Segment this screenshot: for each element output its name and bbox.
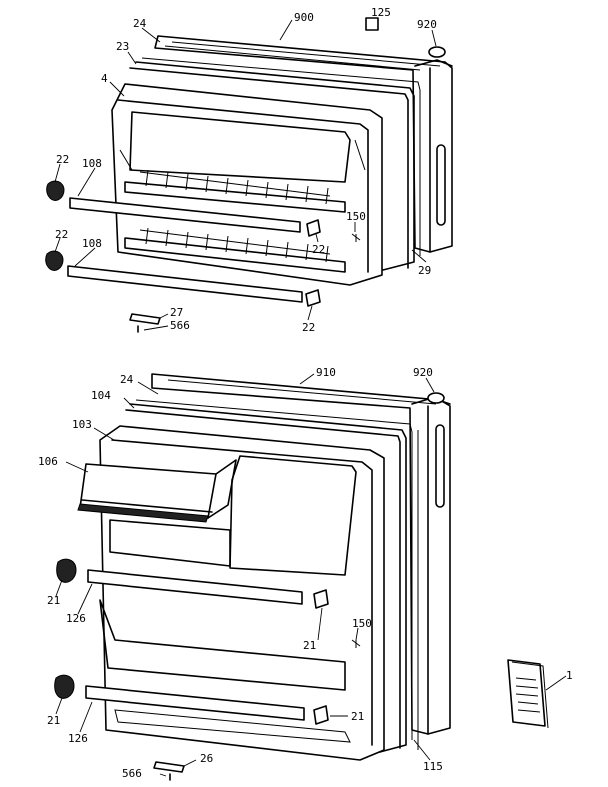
label-126-lower: 126 bbox=[68, 732, 88, 745]
fresh-food-shelf-bar-upper bbox=[87, 569, 303, 605]
label-22-d: 22 bbox=[302, 321, 315, 334]
label-125: 125 bbox=[371, 6, 391, 19]
part-number-labels: 900 125 920 24 23 4 22 108 150 22 29 22 … bbox=[38, 6, 573, 780]
label-24-lower: 24 bbox=[120, 373, 134, 386]
label-108-lower: 108 bbox=[82, 237, 102, 250]
label-21-d: 21 bbox=[351, 710, 364, 723]
freezer-small-parts bbox=[129, 17, 446, 333]
label-22-a: 22 bbox=[56, 153, 69, 166]
label-126-upper: 126 bbox=[66, 612, 86, 625]
label-910: 910 bbox=[316, 366, 336, 379]
label-150-lower: 150 bbox=[352, 617, 372, 630]
label-566-lower: 566 bbox=[122, 767, 142, 780]
label-103: 103 bbox=[72, 418, 92, 431]
label-29: 29 bbox=[418, 264, 431, 277]
label-24-upper: 24 bbox=[133, 17, 147, 30]
label-1: 1 bbox=[566, 669, 573, 682]
fresh-food-shelf-end-caps bbox=[54, 558, 329, 725]
freezer-outer-door-panel bbox=[154, 35, 453, 253]
label-920-lower: 920 bbox=[413, 366, 433, 379]
fresh-food-door-assembly bbox=[54, 373, 451, 781]
label-104: 104 bbox=[91, 389, 111, 402]
label-920-upper: 920 bbox=[417, 18, 437, 31]
label-21-a: 21 bbox=[47, 594, 60, 607]
label-26: 26 bbox=[200, 752, 213, 765]
label-23: 23 bbox=[116, 40, 129, 53]
label-108-upper: 108 bbox=[82, 157, 102, 170]
freezer-shelf-end-caps bbox=[45, 180, 321, 307]
label-27: 27 bbox=[170, 306, 183, 319]
label-22-b: 22 bbox=[312, 243, 325, 256]
label-21-b: 21 bbox=[303, 639, 316, 652]
label-4: 4 bbox=[101, 72, 108, 85]
fresh-food-shelf-bar-lower bbox=[85, 685, 305, 721]
use-and-care-booklet bbox=[507, 659, 549, 729]
label-106: 106 bbox=[38, 455, 58, 468]
label-115: 115 bbox=[423, 760, 443, 773]
label-566-upper: 566 bbox=[170, 319, 190, 332]
dairy-compartment-door bbox=[77, 459, 237, 523]
freezer-wire-shelves bbox=[124, 169, 346, 273]
fresh-food-outer-door-panel bbox=[151, 373, 451, 735]
fresh-food-small-parts bbox=[153, 392, 445, 781]
freezer-door-assembly bbox=[45, 17, 453, 333]
leader-lines bbox=[54, 19, 567, 777]
label-150-upper: 150 bbox=[346, 210, 366, 223]
fresh-food-door-gasket bbox=[125, 399, 419, 753]
label-21-c: 21 bbox=[47, 714, 60, 727]
freezer-shelf-bar-upper bbox=[69, 197, 301, 233]
freezer-shelf-bar-lower bbox=[67, 265, 303, 303]
label-900: 900 bbox=[294, 11, 314, 24]
label-22-c: 22 bbox=[55, 228, 68, 241]
